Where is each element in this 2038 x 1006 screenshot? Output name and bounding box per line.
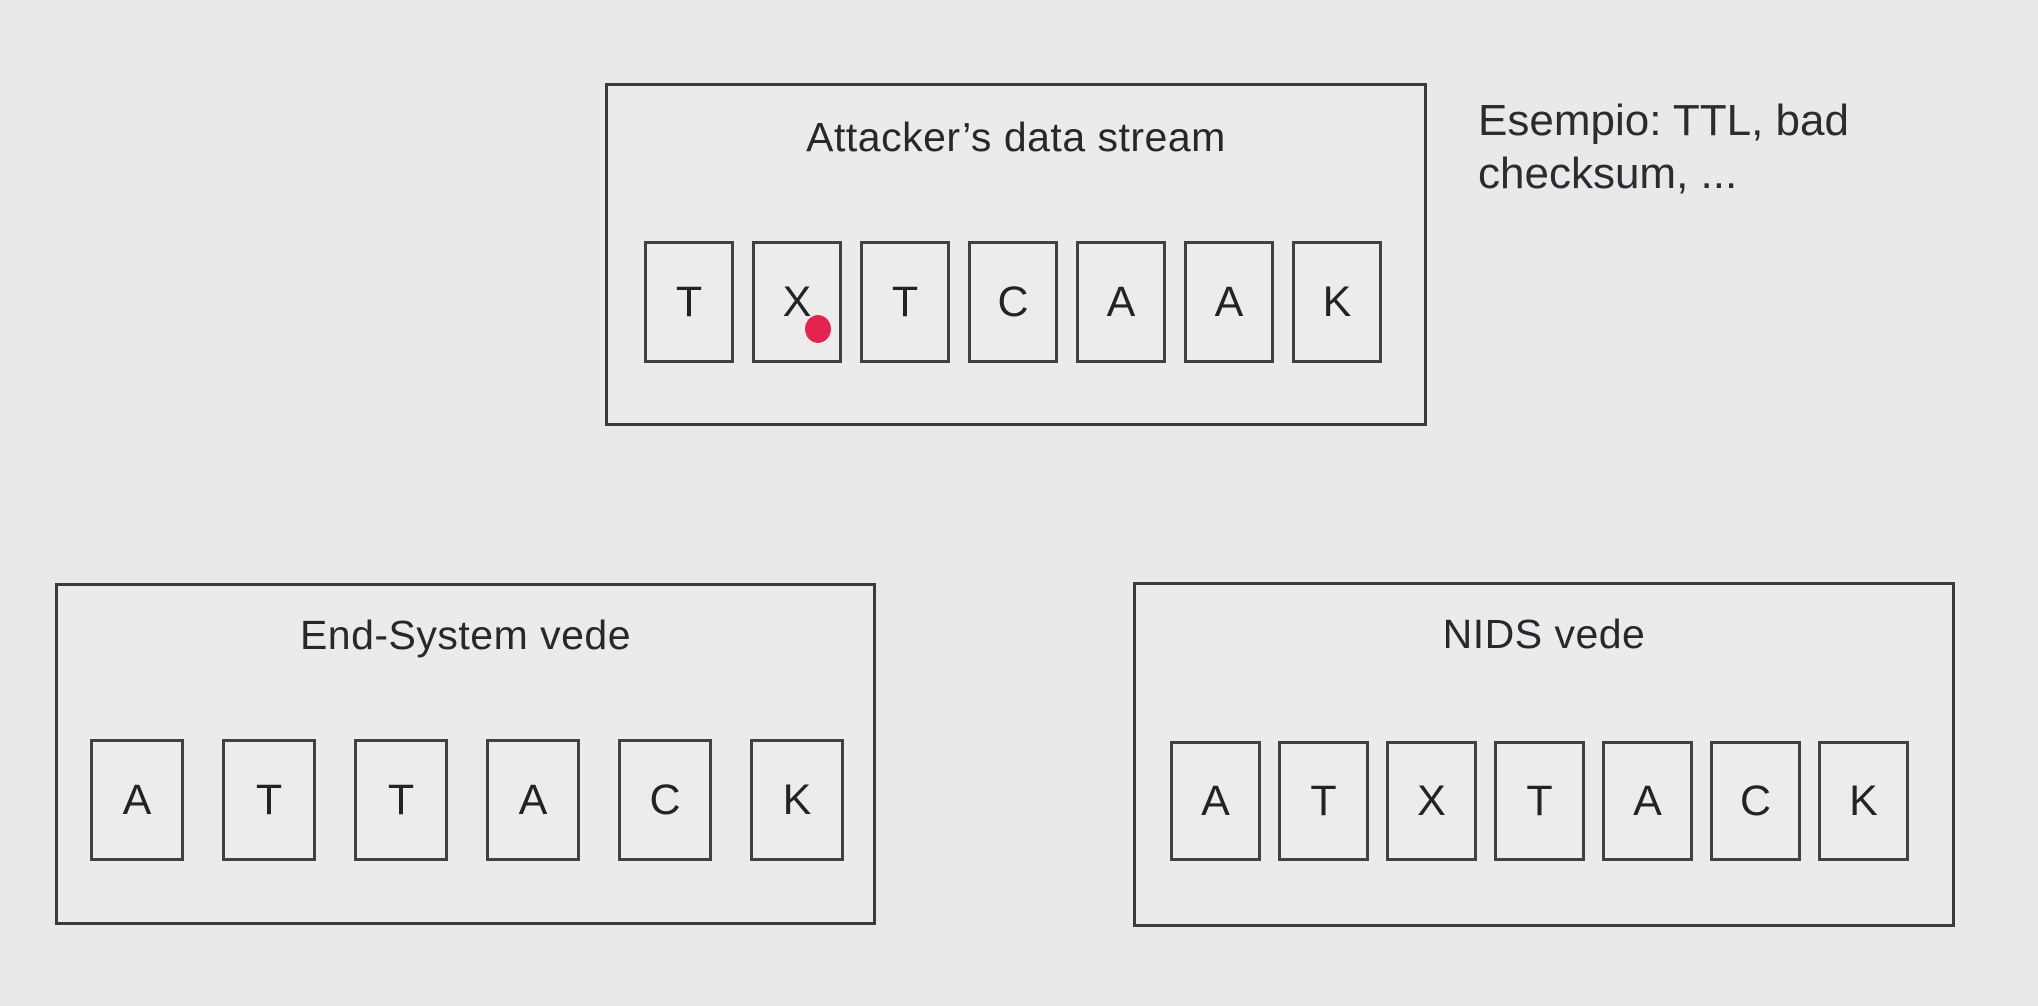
attacker-stream-panel: Attacker’s data stream T X T C A A K [605,83,1427,426]
letter-cell: A [1184,241,1274,363]
letter-cell: X [1386,741,1477,861]
inserted-letter: X [782,277,812,326]
example-note: Esempio: TTL, bad checksum, ... [1478,94,1849,200]
attacker-letter-row: T X T C A A K [644,241,1382,363]
letter-cell: A [1170,741,1261,861]
letter-cell: C [1710,741,1801,861]
nids-panel-title: NIDS vede [1442,611,1646,657]
letter-cell: T [1278,741,1369,861]
insertion-marker-dot [805,315,831,343]
letter-cell-inserted: X [752,241,842,363]
letter-cell: A [90,739,184,861]
letter-cell: T [1494,741,1585,861]
letter-cell: A [1602,741,1693,861]
nids-letter-row: A T X T A C K [1170,741,1909,861]
end-system-panel-title: End-System vede [299,612,632,658]
letter-cell: T [222,739,316,861]
note-line-1: Esempio: TTL, bad [1478,96,1849,145]
letter-cell: A [486,739,580,861]
letter-cell: T [354,739,448,861]
letter-cell: K [750,739,844,861]
letter-cell: A [1076,241,1166,363]
letter-cell: C [618,739,712,861]
letter-cell: C [968,241,1058,363]
letter-cell: T [644,241,734,363]
end-system-panel: End-System vede A T T A C K [55,583,876,925]
end-system-letter-row: A T T A C K [90,739,844,861]
attacker-panel-title: Attacker’s data stream [806,114,1226,160]
letter-cell: T [860,241,950,363]
nids-panel: NIDS vede A T X T A C K [1133,582,1955,927]
letter-cell: K [1818,741,1909,861]
note-line-2: checksum, ... [1478,149,1738,198]
letter-cell: K [1292,241,1382,363]
